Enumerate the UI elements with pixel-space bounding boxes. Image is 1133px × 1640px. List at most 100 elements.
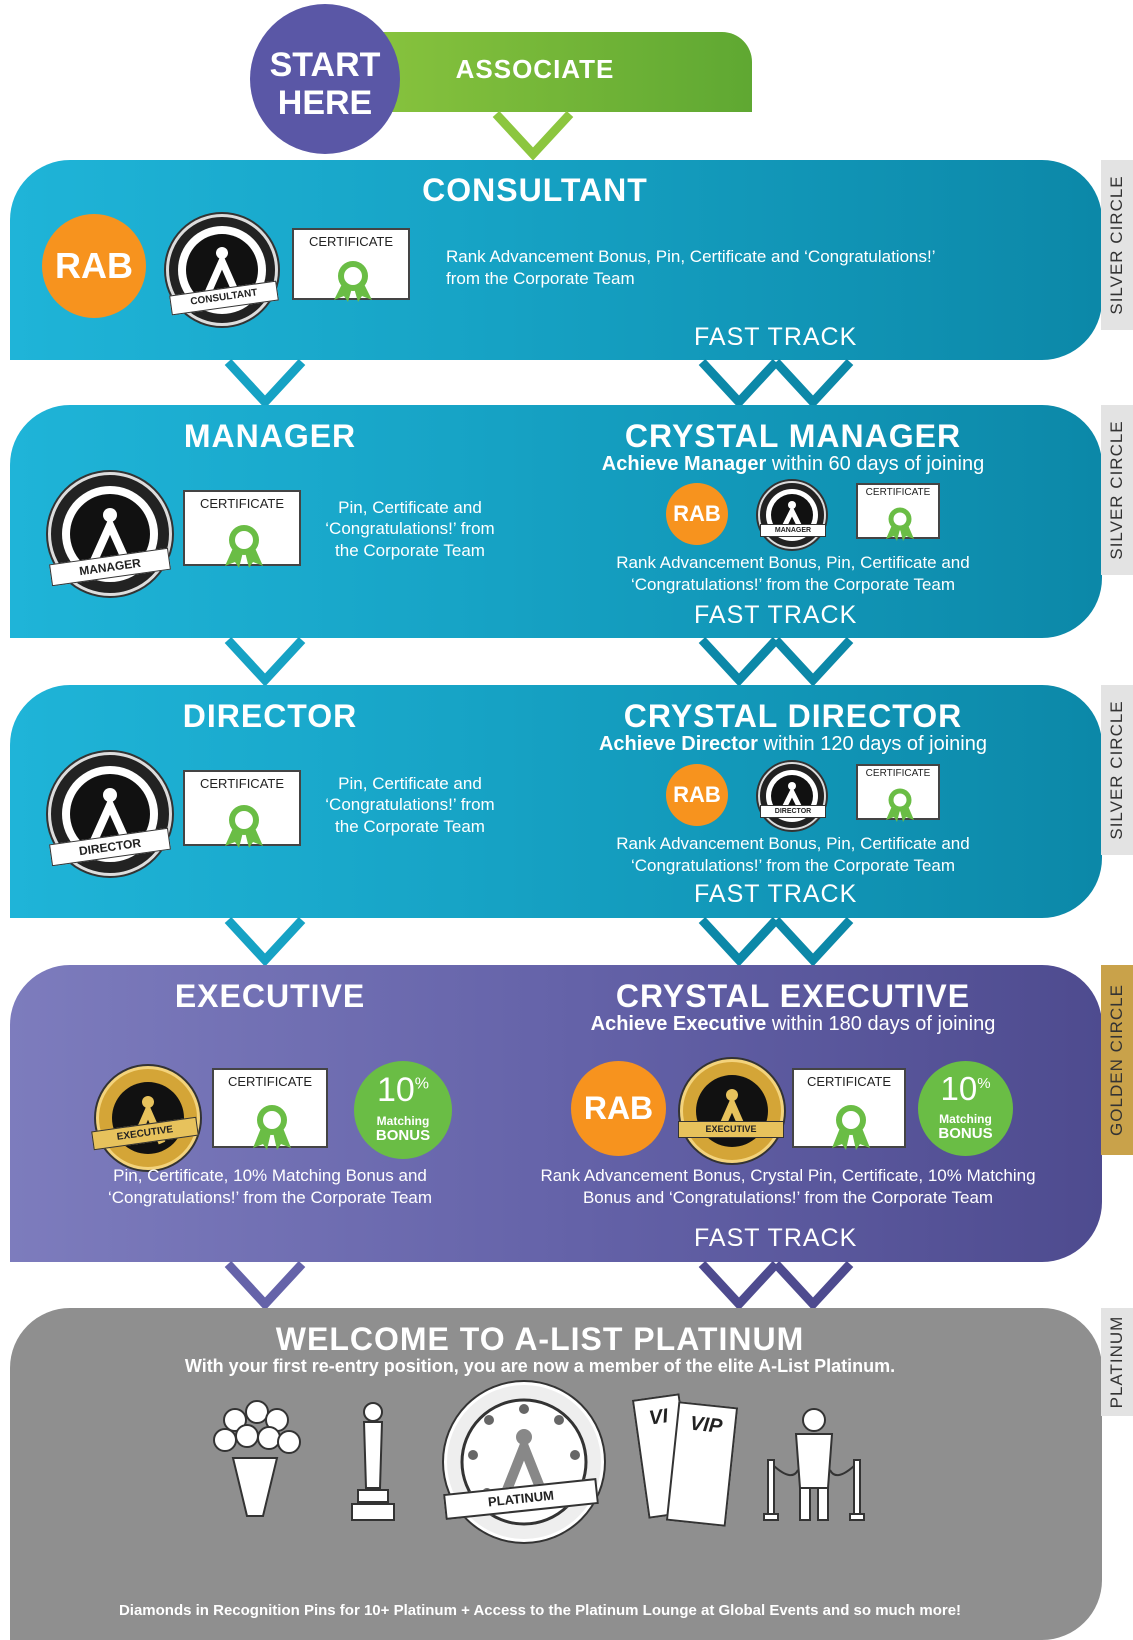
executive-bonus-pct-sign: %: [414, 1075, 430, 1093]
manager-desc-3: the Corporate Team: [335, 541, 485, 560]
vip-ticket-2-icon: VIP: [665, 1401, 739, 1527]
crystal-executive-sub-rest: within 180 days of joining: [766, 1013, 996, 1035]
consultant-title: CONSULTANT: [422, 172, 648, 208]
executive-title: EXECUTIVE: [174, 978, 366, 1014]
start-here-line1: START: [269, 46, 381, 84]
director-side-tab: SILVER CIRCLE: [1101, 685, 1133, 855]
executive-fast-track: FAST TRACK: [694, 1224, 858, 1252]
crystal-executive-certificate-icon: CERTIFICATE: [792, 1068, 906, 1150]
director-cert-label: CERTIFICATE: [199, 776, 285, 791]
crystal-executive-sub-bold: Achieve Executive: [590, 1013, 767, 1035]
crystal-director-sub-bold: Achieve Director: [598, 733, 758, 755]
crystal-executive-title: CRYSTAL EXECUTIVE: [615, 978, 971, 1014]
crystal-director-desc-1: Rank Advancement Bonus, Pin, Certificate…: [616, 834, 970, 853]
start-here-circle: [250, 4, 400, 154]
director-side-label: SILVER CIRCLE: [1107, 700, 1126, 840]
executive-bonus-pct-value: 10: [376, 1071, 415, 1109]
crystal-executive-bonus-pct-value: 10: [940, 1070, 978, 1107]
crystal-executive-matching-bonus-badge: 10% Matching BONUS: [918, 1061, 1013, 1156]
director-desc-3: the Corporate Team: [335, 817, 485, 836]
consultant-desc-2: from the Corporate Team: [446, 269, 635, 288]
platinum-side-label: PLATINUM: [1107, 1315, 1126, 1409]
manager-certificate-icon: CERTIFICATE: [183, 490, 301, 568]
crystal-manager-desc-1: Rank Advancement Bonus, Pin, Certificate…: [616, 553, 970, 572]
crystal-director-certificate-icon: CERTIFICATE: [856, 764, 940, 822]
crystal-manager-title: CRYSTAL MANAGER: [624, 418, 962, 454]
manager-side-tab: SILVER CIRCLE: [1101, 405, 1133, 575]
director-certificate-icon: CERTIFICATE: [183, 770, 301, 848]
manager-fast-track: FAST TRACK: [694, 601, 858, 629]
crystal-executive-rab-badge: RAB: [571, 1061, 666, 1156]
director-desc-1: Pin, Certificate and: [338, 774, 482, 793]
crystal-executive-subtitle: Achieve Executive within 180 days of joi…: [555, 1013, 1031, 1036]
crystal-director-pin-ribbon: DIRECTOR: [760, 805, 826, 818]
manager-arrows: [224, 636, 854, 686]
platinum-title: WELCOME TO A-LIST PLATINUM: [275, 1321, 805, 1357]
crystal-manager-sub-bold: Achieve Manager: [601, 453, 767, 475]
executive-matching-bonus-badge: 10% Matching BONUS: [354, 1061, 452, 1159]
director-desc-2: ‘Congratulations!’ from: [325, 795, 495, 814]
crystal-director-subtitle: Achieve Director within 120 days of join…: [560, 733, 1026, 756]
manager-desc-2: ‘Congratulations!’ from: [325, 519, 495, 538]
crystal-executive-desc-2: Bonus and ‘Congratulations!’ from the Co…: [582, 1188, 994, 1207]
executive-bonus-l1: Matching: [376, 1114, 430, 1128]
executive-side-tab: GOLDEN CIRCLE: [1101, 965, 1133, 1155]
consultant-desc-1: Rank Advancement Bonus, Pin, Certificate…: [446, 247, 936, 266]
platinum-footer: Diamonds in Recognition Pins for 10+ Pla…: [118, 1602, 962, 1619]
crystal-executive-pin-ribbon: EXECUTIVE: [678, 1121, 784, 1138]
associate-arrow: [492, 110, 574, 160]
crystal-director-rab-badge: RAB: [666, 764, 728, 826]
consultant-fast-track: FAST TRACK: [694, 323, 858, 351]
manager-side-label: SILVER CIRCLE: [1107, 420, 1126, 560]
consultant-side-label: SILVER CIRCLE: [1107, 175, 1126, 315]
platinum-side-tab: PLATINUM: [1101, 1308, 1133, 1416]
crystal-director-cert-label: CERTIFICATE: [865, 768, 931, 779]
crystal-executive-pin-icon: [680, 1059, 784, 1163]
director-title: DIRECTOR: [182, 698, 358, 734]
crystal-executive-bonus-l1: Matching: [939, 1112, 992, 1126]
crystal-manager-cert-label: CERTIFICATE: [865, 487, 931, 498]
award-statuette-icon: [351, 1402, 395, 1521]
crystal-executive-cert-label: CERTIFICATE: [806, 1074, 892, 1089]
consultant-cert-label: CERTIFICATE: [308, 234, 394, 249]
consultant-arrows: [224, 358, 854, 408]
crystal-manager-pin-ribbon: MANAGER: [760, 524, 826, 537]
platinum-subtitle: With your first re-entry position, you a…: [184, 1356, 896, 1376]
manager-desc-1: Pin, Certificate and: [338, 498, 482, 517]
consultant-rab-badge: RAB: [42, 214, 146, 318]
executive-arrows: [224, 1260, 854, 1310]
executive-certificate-icon: CERTIFICATE: [212, 1068, 328, 1150]
crystal-manager-certificate-icon: CERTIFICATE: [856, 483, 940, 541]
executive-bonus-l2: BONUS: [375, 1127, 431, 1144]
executive-side-label: GOLDEN CIRCLE: [1107, 984, 1126, 1136]
executive-bonus-pct: 10%: [354, 1071, 452, 1110]
manager-cert-label: CERTIFICATE: [199, 496, 285, 511]
bouncer-icon: [763, 1408, 865, 1521]
crystal-director-desc-2: ‘Congratulations!’ from the Corporate Te…: [630, 856, 956, 875]
start-here-line2: HERE: [277, 84, 373, 122]
director-fast-track: FAST TRACK: [694, 880, 858, 908]
crystal-executive-desc-1: Rank Advancement Bonus, Crystal Pin, Cer…: [540, 1166, 1036, 1185]
crystal-director-pin-icon: [758, 762, 826, 830]
crystal-director-sub-rest: within 120 days of joining: [757, 733, 988, 755]
crystal-executive-bonus-pct: 10%: [918, 1070, 1013, 1108]
crystal-manager-rab-badge: RAB: [666, 483, 728, 545]
consultant-side-tab: SILVER CIRCLE: [1101, 160, 1133, 330]
flower-bouquet-icon: [213, 1400, 301, 1517]
crystal-manager-pin-icon: [758, 481, 826, 549]
crystal-executive-bonus-pct-sign: %: [977, 1075, 991, 1092]
crystal-manager-sub-rest: within 60 days of joining: [766, 453, 985, 475]
executive-desc-1: Pin, Certificate, 10% Matching Bonus and: [113, 1166, 427, 1185]
executive-desc-2: ‘Congratulations!’ from the Corporate Te…: [107, 1188, 433, 1207]
associate-label: ASSOCIATE: [455, 54, 615, 84]
crystal-manager-subtitle: Achieve Manager within 60 days of joinin…: [560, 453, 1026, 476]
associate-banner: [330, 32, 752, 112]
executive-cert-label: CERTIFICATE: [227, 1074, 313, 1089]
crystal-director-title: CRYSTAL DIRECTOR: [623, 698, 963, 734]
crystal-manager-desc-2: ‘Congratulations!’ from the Corporate Te…: [630, 575, 956, 594]
vip-ticket-2-label: VIP: [688, 1412, 724, 1438]
director-arrows: [224, 916, 854, 966]
platinum-pin-icon: [444, 1382, 604, 1542]
crystal-executive-bonus-l2: BONUS: [938, 1125, 993, 1142]
consultant-certificate-icon: CERTIFICATE: [292, 228, 410, 302]
